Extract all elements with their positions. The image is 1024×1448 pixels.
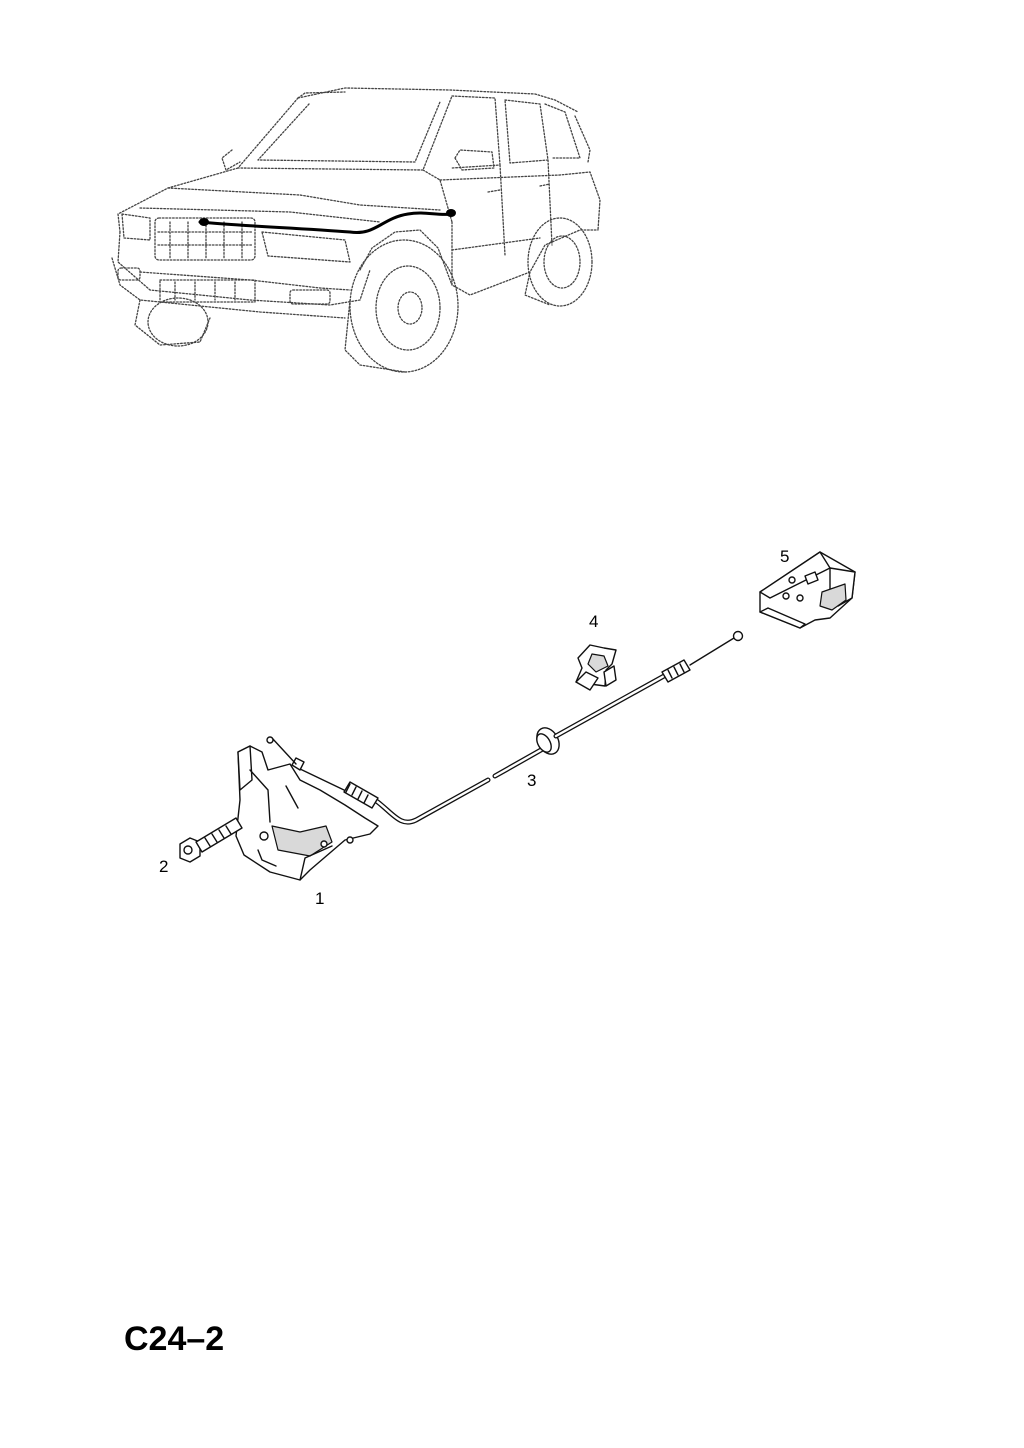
- callout-4: 4: [589, 612, 599, 631]
- callout-3: 3: [527, 771, 537, 790]
- part-2-bolt: [179, 817, 243, 863]
- part-1-hood-latch: [235, 745, 379, 881]
- part-4-clip: [575, 644, 617, 691]
- callout-2: 2: [159, 857, 169, 876]
- page-code: C24–2: [124, 1320, 225, 1358]
- vehicle-illustration: [111, 87, 601, 373]
- callout-1: 1: [315, 889, 325, 908]
- part-5-release-handle: [759, 551, 856, 629]
- callout-5: 5: [780, 547, 790, 566]
- part-3-cable: [266, 630, 744, 825]
